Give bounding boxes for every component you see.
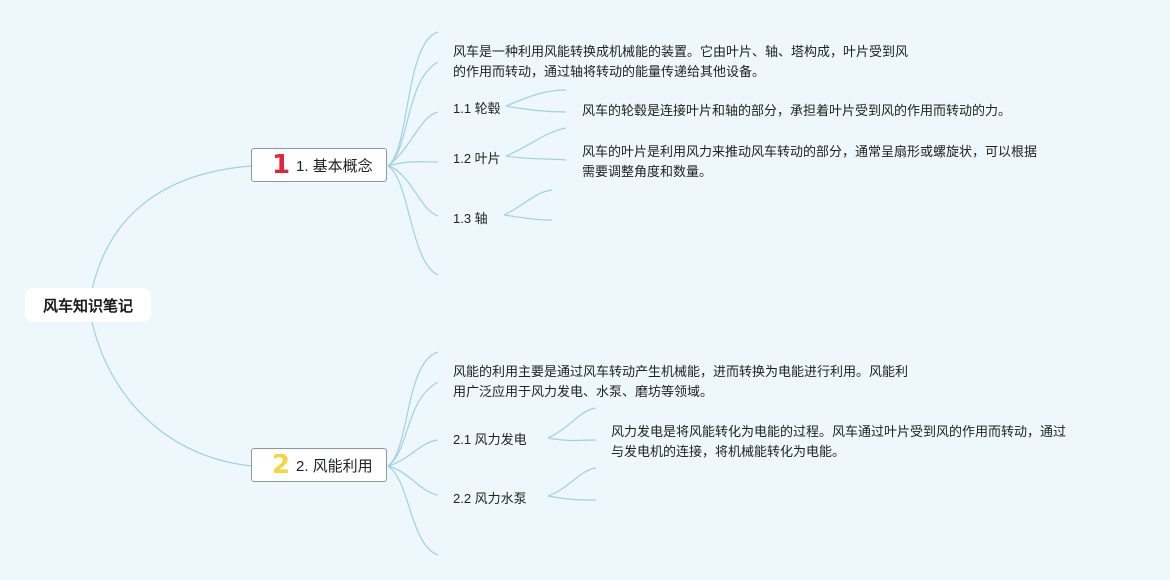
root-label: 风车知识笔记 [42, 297, 133, 315]
link-root-branch2 [91, 321, 253, 467]
link-s11-b [505, 105, 567, 113]
branch1-intro-note: 风车是一种利用风能转换成机械能的装置。它由叶片、轴、塔构成，叶片受到风 的作用而… [453, 42, 908, 82]
sub-node-wind-power[interactable]: 2.1 风力发电 [453, 432, 527, 447]
link-s12-a [505, 127, 567, 157]
note-line: 用广泛应用于风力发电、水泵、磨坊等领域。 [453, 384, 714, 399]
link-s22-b [547, 495, 597, 501]
link-s13-b [503, 214, 553, 221]
link-b1-sub2 [387, 161, 439, 167]
hub-detail-note: 风车的轮毂是连接叶片和轴的部分，承担着叶片受到风的作用而转动的力。 [582, 101, 1011, 121]
link-s21-a [547, 407, 597, 439]
branch2-intro-note: 风能的利用主要是通过风车转动产生机械能，进而转换为电能进行利用。风能利 用广泛应… [453, 362, 908, 402]
link-b2-sub1 [387, 439, 439, 467]
link-b2-sub2 [387, 465, 439, 496]
note-line: 风车的轮毂是连接叶片和轴的部分，承担着叶片受到风的作用而转动的力。 [582, 103, 1012, 118]
link-s21-b [547, 437, 597, 442]
note-line: 风车是一种利用风能转换成机械能的装置。它由叶片、轴、塔构成，叶片受到风 [453, 44, 909, 59]
sub-node-blade[interactable]: 1.2 叶片 [453, 151, 501, 166]
note-line: 的作用而转动，通过轴将转动的能量传递给其他设备。 [453, 64, 766, 79]
note-line: 风车的叶片是利用风力来推动风车转动的部分，通常呈扇形或螺旋状，可以根据 [582, 144, 1038, 159]
link-b2-intro [387, 381, 439, 467]
sub-node-hub[interactable]: 1.1 轮毂 [453, 101, 501, 116]
link-s12-b [505, 155, 567, 161]
link-b1-intro [387, 61, 439, 167]
link-b1-sub3 [387, 165, 439, 217]
link-b2-intro-top [387, 351, 439, 467]
branch-node-basic-concepts[interactable]: 1 1. 基本概念 [251, 148, 387, 182]
root-node[interactable]: 风车知识笔记 [25, 288, 151, 322]
link-root-branch1 [91, 165, 253, 291]
sub-node-wind-pump[interactable]: 2.2 风力水泵 [453, 491, 527, 506]
note-line: 风能的利用主要是通过风车转动产生机械能，进而转换为电能进行利用。风能利 [453, 364, 909, 379]
sub-node-shaft[interactable]: 1.3 轴 [453, 211, 488, 226]
link-b1-intro-top [387, 31, 439, 167]
link-b1-sub1 [387, 111, 439, 167]
note-line: 需要调整角度和数量。 [582, 164, 713, 179]
branch-label: 2. 风能利用 [296, 457, 373, 475]
link-s22-a [547, 467, 597, 497]
link-b1-extra [387, 165, 439, 276]
number-1-icon: 1 [272, 150, 291, 180]
branch-label: 1. 基本概念 [296, 157, 373, 175]
link-s11-a [505, 89, 567, 107]
number-2-icon: 2 [272, 450, 291, 480]
link-b2-extra [387, 465, 439, 556]
note-line: 与发电机的连接，将机械能转化为电能。 [611, 444, 846, 459]
wind-power-detail-note: 风力发电是将风能转化为电能的过程。风车通过叶片受到风的作用而转动，通过 与发电机… [611, 422, 1066, 462]
branch-node-wind-energy-use[interactable]: 2 2. 风能利用 [251, 448, 387, 482]
link-s13-a [503, 189, 553, 216]
blade-detail-note: 风车的叶片是利用风力来推动风车转动的部分，通常呈扇形或螺旋状，可以根据 需要调整… [582, 142, 1037, 182]
note-line: 风力发电是将风能转化为电能的过程。风车通过叶片受到风的作用而转动，通过 [611, 424, 1067, 439]
